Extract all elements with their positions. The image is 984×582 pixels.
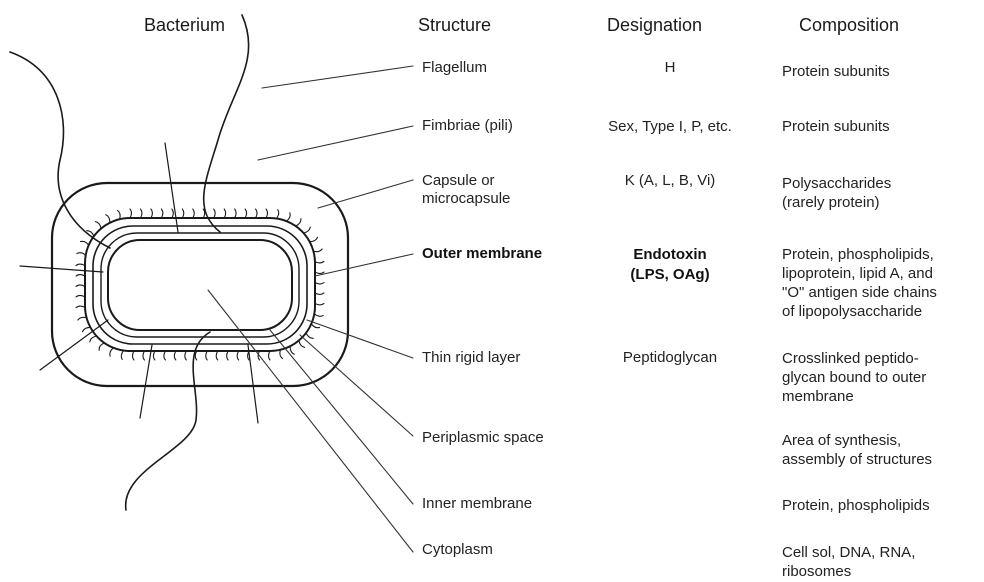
- capsule-fiber: [276, 210, 278, 219]
- designation-fimbriae: Sex, Type I, P, etc.: [580, 118, 760, 136]
- capsule-fiber: [304, 227, 311, 233]
- composition-periplasmic-space: Area of synthesis, assembly of structure…: [782, 431, 932, 469]
- capsule-fiber: [164, 351, 166, 360]
- capsule-fiber: [106, 215, 110, 223]
- capsule-fiber: [290, 346, 294, 354]
- header-designation: Designation: [607, 15, 702, 36]
- fimbria: [140, 345, 152, 418]
- capsule-fiber: [99, 343, 104, 350]
- composition-capsule: Polysaccharides (rarely protein): [782, 174, 891, 212]
- leader-outer-membrane: [315, 254, 413, 276]
- structure-outer-membrane: Outer membrane: [422, 245, 542, 263]
- capsule-fiber: [76, 295, 85, 297]
- leader-fimbriae: [258, 126, 413, 160]
- structure-cytoplasm: Cytoplasm: [422, 541, 493, 559]
- leader-thin-rigid-layer: [307, 320, 413, 358]
- capsule-fiber: [76, 264, 85, 266]
- capsule-fiber: [185, 351, 187, 360]
- capsule-fiber: [95, 222, 101, 229]
- leader-periplasmic-space: [300, 335, 413, 436]
- leader-cytoplasm: [208, 290, 413, 552]
- capsule-fiber: [130, 209, 132, 218]
- structure-flagellum: Flagellum: [422, 59, 487, 77]
- composition-flagellum: Protein subunits: [782, 63, 890, 81]
- capsule-outline: [52, 183, 348, 386]
- header-composition: Composition: [799, 15, 899, 36]
- leader-capsule: [318, 180, 413, 208]
- fimbria: [40, 320, 108, 370]
- capsule-fiber: [172, 209, 174, 218]
- composition-cytoplasm: Cell sol, DNA, RNA, ribosomes: [782, 543, 915, 581]
- header-bacterium: Bacterium: [144, 15, 225, 36]
- capsule-fiber: [140, 209, 142, 218]
- periplasmic-boundary-outline: [101, 233, 299, 337]
- flagellum-bottom: [126, 332, 210, 510]
- capsule-fiber: [235, 209, 237, 218]
- designation-outer-membrane: Endotoxin (LPS, OAg): [580, 245, 760, 285]
- capsule-fiber: [256, 209, 258, 218]
- capsule-fiber: [76, 285, 85, 287]
- capsule-fiber: [78, 317, 87, 320]
- flagellum-top: [204, 15, 249, 232]
- capsule-fiber: [315, 303, 324, 305]
- capsule-fiber: [306, 333, 313, 338]
- capsule-fiber: [174, 351, 176, 360]
- capsule-fiber: [83, 327, 91, 331]
- capsule-fiber: [193, 209, 195, 218]
- composition-outer-membrane: Protein, phospholipids, lipoprotein, lip…: [782, 245, 937, 321]
- capsule-fiber: [227, 351, 229, 360]
- capsule-fiber: [315, 272, 324, 274]
- capsule-fiber: [280, 350, 283, 359]
- capsule-fiber: [313, 249, 322, 252]
- capsule-fiber: [224, 209, 226, 218]
- capsule-fiber: [269, 351, 271, 360]
- capsule-fiber: [118, 210, 121, 219]
- capsule-fiber: [315, 293, 324, 295]
- capsule-fiber: [245, 209, 247, 218]
- flagellum-left: [10, 52, 110, 248]
- capsule-fiber: [110, 348, 114, 356]
- capsule-fiber: [153, 351, 155, 360]
- fimbria: [248, 345, 258, 423]
- capsule-fiber: [315, 283, 324, 285]
- capsule-fiber: [314, 314, 323, 316]
- capsule-fiber: [214, 209, 216, 218]
- capsule-fiber: [266, 209, 268, 218]
- capsule-fiber: [216, 351, 218, 360]
- capsule-fiber: [296, 219, 301, 226]
- structure-capsule: Capsule or microcapsule: [422, 172, 510, 208]
- capsule-fiber: [90, 336, 97, 342]
- structure-thin-rigid-layer: Thin rigid layer: [422, 349, 520, 367]
- inner-membrane-outline: [108, 240, 292, 330]
- capsule-fiber: [76, 306, 85, 308]
- composition-thin-rigid-layer: Crosslinked peptido- glycan bound to out…: [782, 349, 926, 406]
- structure-periplasmic-space: Periplasmic space: [422, 429, 544, 447]
- capsule-fiber: [287, 213, 291, 221]
- capsule-fiber: [80, 241, 88, 245]
- capsule-fiber: [315, 261, 324, 263]
- capsule-fiber: [310, 237, 318, 241]
- capsule-fiber: [143, 351, 145, 360]
- capsule-fiber: [77, 253, 86, 255]
- composition-fimbriae: Protein subunits: [782, 118, 890, 136]
- capsule-fiber: [151, 209, 153, 218]
- fimbria: [20, 266, 103, 272]
- composition-inner-membrane: Protein, phospholipids: [782, 497, 930, 515]
- designation-thin-rigid-layer: Peptidoglycan: [580, 349, 760, 367]
- structure-fimbriae: Fimbriae (pili): [422, 117, 513, 135]
- designation-flagellum: H: [580, 59, 760, 77]
- capsule-fiber: [182, 209, 184, 218]
- capsule-fiber: [299, 340, 305, 347]
- header-structure: Structure: [418, 15, 491, 36]
- capsule-fiber: [132, 351, 134, 360]
- leader-flagellum: [262, 66, 413, 88]
- designation-capsule: K (A, L, B, Vi): [580, 172, 760, 190]
- capsule-fiber: [206, 351, 208, 360]
- capsule-fiber: [237, 351, 239, 360]
- capsule-fiber: [121, 351, 123, 360]
- structure-inner-membrane: Inner membrane: [422, 495, 532, 513]
- capsule-fiber: [161, 209, 163, 218]
- capsule-fiber: [76, 275, 85, 277]
